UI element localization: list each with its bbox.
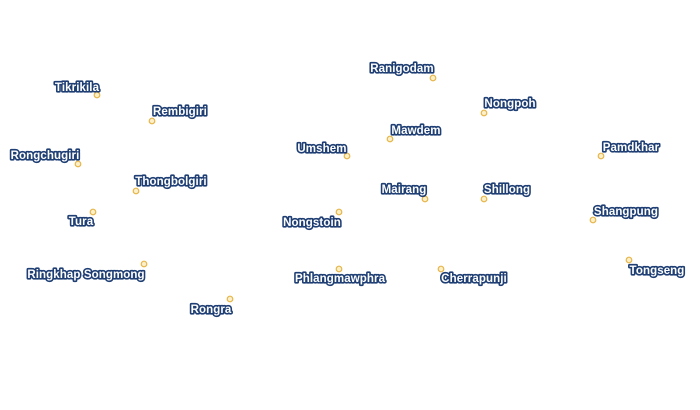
place-marker-ringkhap-songmong[interactable] [140, 260, 148, 268]
place-marker-pamdkhar[interactable] [597, 152, 605, 160]
place-marker-cherrapunji[interactable] [437, 265, 445, 273]
place-marker-nongpoh[interactable] [480, 109, 488, 117]
place-label-tura: Tura [69, 216, 94, 228]
place-label-phlangmawphra: Phlangmawphra [295, 273, 386, 285]
place-label-rembigiri: Rembigiri [153, 106, 207, 118]
place-label-tikrikila: Tikrikila [55, 82, 100, 94]
place-label-shillong: Shillong [484, 184, 530, 196]
place-label-ringkhap-songmong: Ringkhap Songmong [27, 269, 144, 281]
place-label-pamdkhar: Pamdkhar [603, 142, 660, 154]
place-label-umshem: Umshem [297, 143, 346, 155]
place-marker-rongchugiri[interactable] [74, 160, 82, 168]
place-marker-phlangmawphra[interactable] [335, 265, 343, 273]
place-label-ranigodam: Ranigodam [370, 63, 434, 75]
place-label-tongseng: Tongseng [630, 265, 685, 277]
place-marker-shillong[interactable] [480, 195, 488, 203]
place-label-thongbolgiri: Thongbolgiri [135, 176, 206, 188]
place-marker-umshem[interactable] [343, 152, 351, 160]
place-marker-tikrikila[interactable] [93, 91, 101, 99]
place-label-rongra: Rongra [191, 304, 232, 316]
place-label-nongpoh: Nongpoh [484, 98, 535, 110]
place-marker-nongstoin[interactable] [335, 208, 343, 216]
place-label-mairang: Mairang [382, 184, 427, 196]
place-marker-thongbolgiri[interactable] [132, 187, 140, 195]
place-label-mawdem: Mawdem [391, 125, 440, 137]
place-marker-mairang[interactable] [421, 195, 429, 203]
place-marker-mawdem[interactable] [386, 135, 394, 143]
place-marker-tongseng[interactable] [625, 256, 633, 264]
place-label-shangpung: Shangpung [594, 206, 658, 218]
place-marker-rongra[interactable] [226, 295, 234, 303]
place-marker-shangpung[interactable] [589, 216, 597, 224]
place-marker-rembigiri[interactable] [148, 117, 156, 125]
place-label-rongchugiri: Rongchugiri [11, 150, 80, 162]
place-marker-tura[interactable] [89, 208, 97, 216]
place-label-cherrapunji: Cherrapunji [441, 273, 507, 285]
place-label-nongstoin: Nongstoin [283, 217, 341, 229]
place-marker-ranigodam[interactable] [429, 74, 437, 82]
